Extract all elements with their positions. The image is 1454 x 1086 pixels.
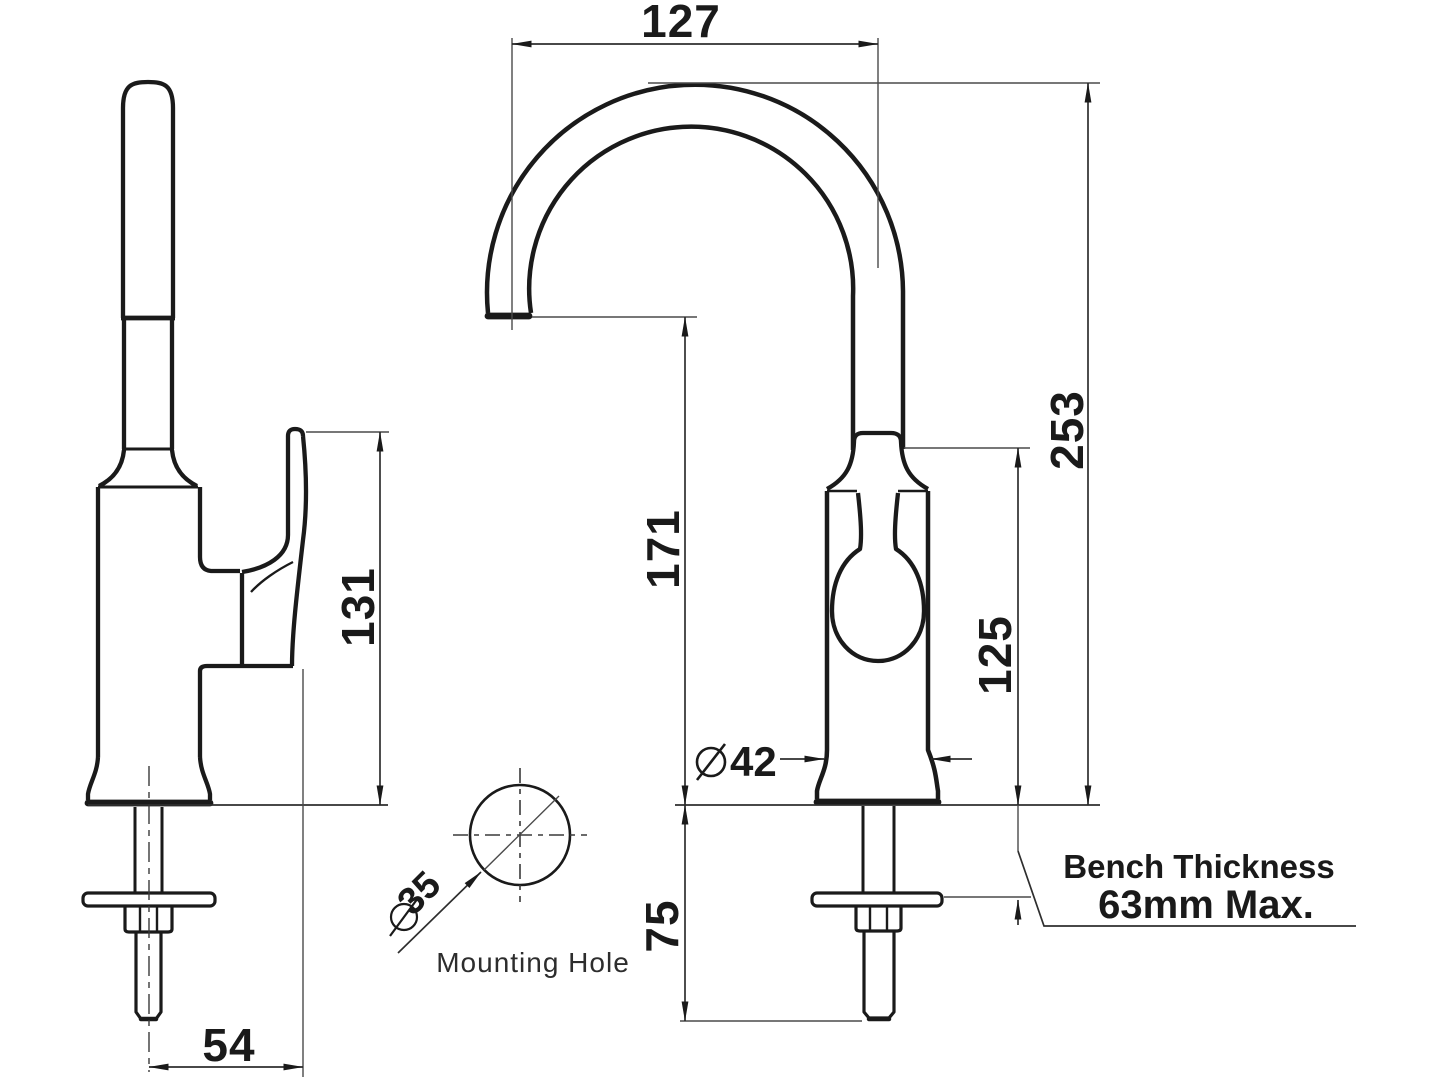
side-body-right-edge (197, 487, 240, 574)
diameter-icon (695, 746, 727, 778)
dim-label-171: 171 (637, 509, 689, 589)
side-neck-edges (121, 318, 175, 449)
dimension-lines (148, 40, 1092, 1071)
side-lower-bell (85, 756, 213, 800)
mounting-hole-leader-arrow (397, 871, 482, 954)
front-lever-silhouette (829, 492, 927, 664)
dim-label-127: 127 (641, 0, 721, 47)
diameter-symbol-35 (389, 897, 419, 937)
diameter-icon-slash (695, 743, 727, 781)
side-lever-blade (241, 426, 309, 667)
side-step-bottom (197, 663, 293, 757)
side-lever-stick (120, 79, 176, 318)
side-nut-facets (138, 906, 159, 932)
mounting-hole-label: Mounting Hole (436, 947, 630, 978)
front-washer (810, 891, 944, 908)
dim-label-35: 35 (390, 864, 450, 924)
front-spout-outer (484, 82, 906, 449)
front-nut (854, 906, 903, 933)
front-spout-inner (526, 124, 856, 450)
side-lever-accent-curve (250, 560, 294, 593)
mounting-hole-detail (397, 768, 587, 954)
bench-thickness-label-line1: Bench Thickness (1063, 848, 1334, 885)
dim-label-54: 54 (202, 1019, 255, 1071)
dim-label-131: 131 (332, 567, 384, 647)
front-stud-upper (861, 806, 896, 893)
front-stud-lower (862, 931, 896, 1020)
dim-label-253: 253 (1041, 390, 1093, 470)
diameter-symbol-42 (695, 743, 727, 781)
front-nut-facets (868, 906, 889, 931)
dim-label-125: 125 (969, 615, 1021, 695)
dim-label-42: 42 (730, 738, 777, 785)
dim-label-75: 75 (636, 899, 688, 952)
extension-lines (302, 38, 1100, 1077)
side-view (81, 79, 309, 1072)
front-lever-cap (825, 430, 930, 491)
bench-thickness-label-line2: 63mm Max. (1098, 883, 1314, 927)
diameter-icon (389, 902, 419, 932)
front-view (484, 82, 944, 1022)
side-stud-upper (133, 807, 164, 893)
bench-thickness-leader (1014, 805, 1356, 927)
bench-leader-underline (1017, 850, 1356, 927)
diameter-icon-slash (389, 897, 419, 937)
mounting-hole-chord (483, 795, 560, 871)
side-upper-bell (97, 449, 199, 488)
front-body-sides (814, 491, 941, 799)
